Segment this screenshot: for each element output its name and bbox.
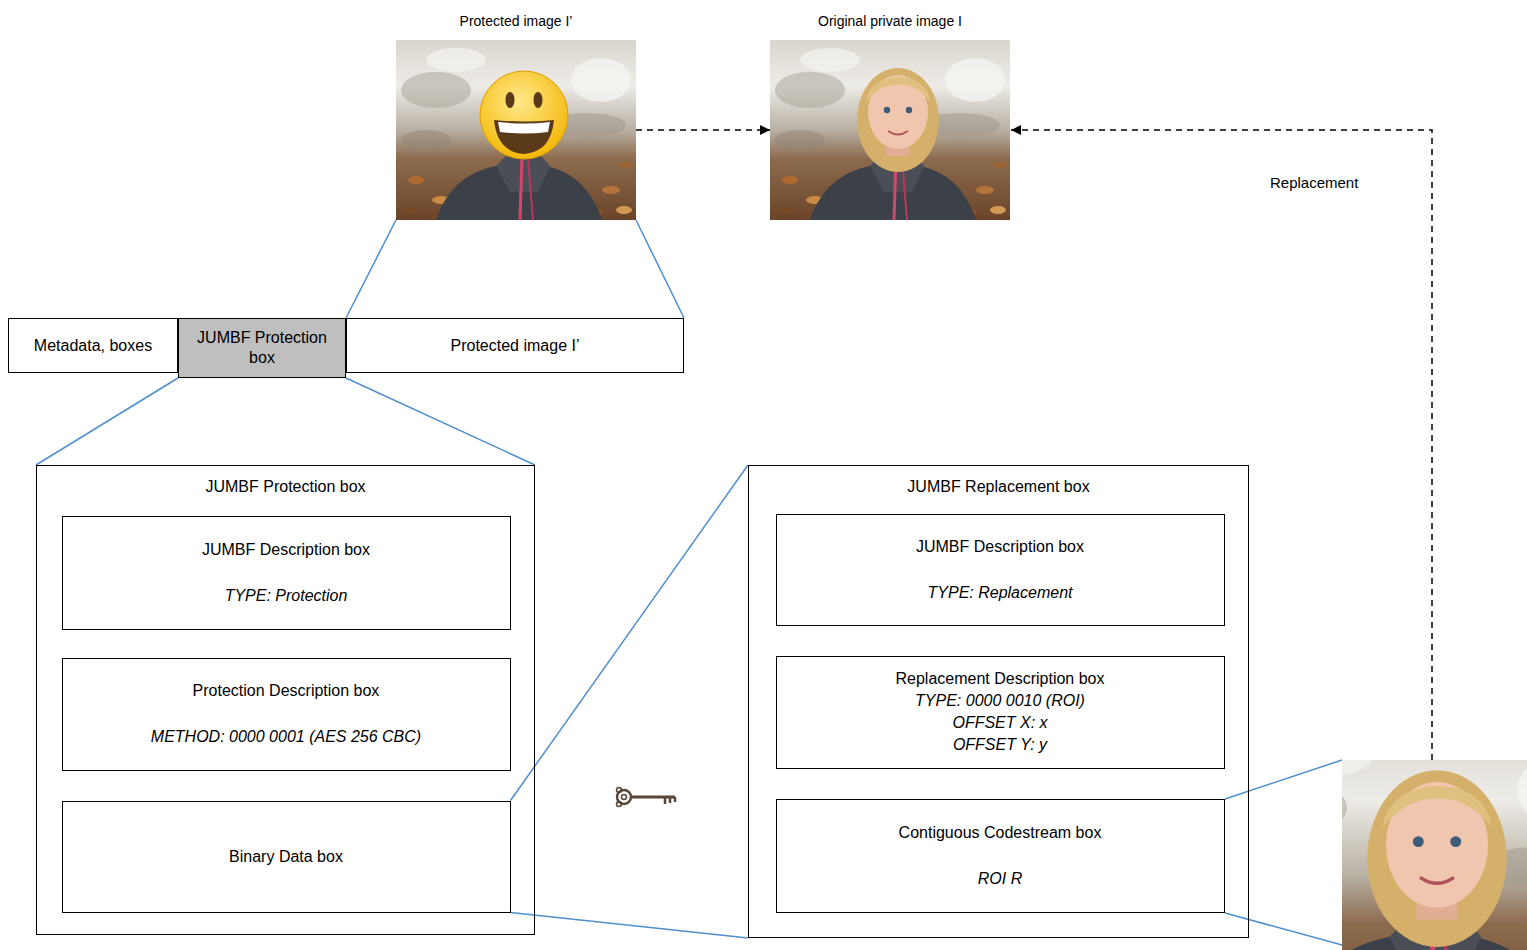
box-title: JUMBF Description box <box>916 537 1084 557</box>
box-title: JUMBF Protection box <box>197 328 327 368</box>
key-icon <box>617 788 676 807</box>
zoom-lines <box>1225 760 1342 945</box>
field-text: OFFSET X: x <box>952 713 1047 733</box>
image-frame: Protected image I’ <box>396 40 636 220</box>
content-box: Replacement Description boxTYPE: 0000 00… <box>776 656 1225 769</box>
container-box: JUMBF Description boxTYPE: ProtectionPro… <box>36 465 535 935</box>
image-frame: Original private image I <box>770 40 1010 220</box>
arrow-label: Replacement <box>1270 174 1358 192</box>
field-text: METHOD: 0000 0001 (AES 256 CBC) <box>151 727 421 747</box>
box-title: JUMBF Protection box <box>205 476 365 498</box>
content-box: JUMBF Description boxTYPE: Protection <box>62 516 511 630</box>
box-title: JUMBF Description box <box>202 540 370 560</box>
container-box: JUMBF Description boxTYPE: ReplacementRe… <box>748 465 1249 938</box>
content-box: Protection Description boxMETHOD: 0000 0… <box>62 658 511 771</box>
box-title: Binary Data box <box>229 847 343 867</box>
roi-photo <box>1219 723 1527 950</box>
zoom-line <box>346 378 535 465</box>
field-text: TYPE: Replacement <box>928 583 1073 603</box>
field-text: ROI R <box>978 869 1022 889</box>
highlighted-bar-cell: JUMBF Protection box <box>178 318 346 378</box>
zoom-line <box>636 220 684 318</box>
dashed-arrow <box>636 129 770 131</box>
original-photo <box>770 40 1010 220</box>
content-box: JUMBF Description boxTYPE: Replacement <box>776 514 1225 626</box>
image-caption: Protected image I’ <box>460 12 573 30</box>
image-caption: Original private image I <box>818 12 962 30</box>
zoom-line <box>511 913 749 939</box>
box-title: Metadata, boxes <box>34 336 152 356</box>
protected-photo <box>396 40 636 220</box>
content-box: Binary Data box <box>62 801 511 913</box>
box-title: Contiguous Codestream box <box>899 823 1102 843</box>
box-title: Replacement Description box <box>896 669 1105 689</box>
bar-cell: Protected image I’ <box>346 318 684 373</box>
box-title: Protected image I’ <box>451 336 580 356</box>
box-title: JUMBF Replacement box <box>907 476 1089 498</box>
zoom-line <box>346 220 396 318</box>
bar-cell: Metadata, boxes <box>8 318 178 373</box>
field-text: OFFSET Y: y <box>953 735 1047 755</box>
zoom-line <box>511 465 749 801</box>
replacement-arrow <box>1011 130 1432 760</box>
box-title: Protection Description box <box>193 681 380 701</box>
content-box: Contiguous Codestream boxROI R <box>776 799 1225 913</box>
zoom-line <box>36 378 178 465</box>
field-text: TYPE: 0000 0010 (ROI) <box>915 691 1085 711</box>
field-text: TYPE: Protection <box>225 586 348 606</box>
